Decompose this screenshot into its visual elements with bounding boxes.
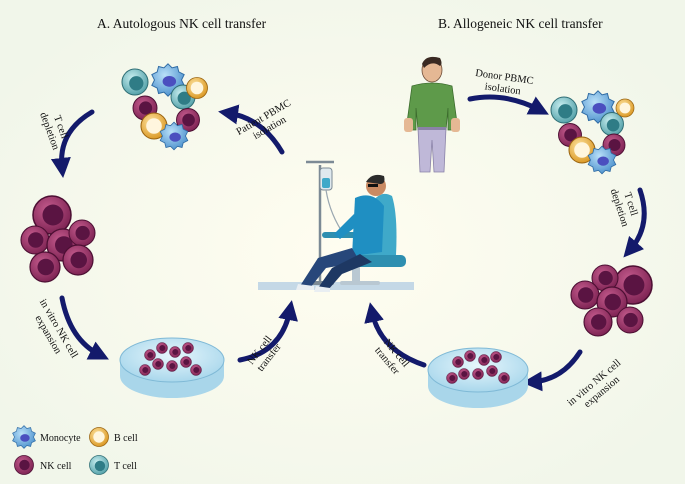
svg-text:Monocyte: Monocyte [40,433,81,444]
title-autologous: A. Autologous NK cell transfer [97,16,267,31]
patient-shirt [352,195,384,256]
legend: Monocyte B cell NK cell T cell [12,425,138,475]
donor-figure [404,56,460,173]
b-cell-icon [89,427,109,447]
svg-text:T cell: T cell [114,461,137,472]
legend-item-b-cell: B cell [89,427,138,447]
arrow-t-depletion-left [50,109,95,178]
t-cell-icon [89,455,109,475]
legend-item-monocyte: Monocyte [12,425,81,449]
title-allogeneic: B. Allogeneic NK cell transfer [438,16,603,31]
nk-cell-icon [14,455,34,475]
arrow-donor-pbmc [467,94,549,115]
legend-item-t-cell: T cell [89,455,137,475]
arrow-expansion-right [522,349,583,392]
arrow-patient-pbmc [218,104,285,155]
floor [258,282,414,290]
svg-text:isolation: isolation [484,81,522,97]
svg-text:NK cell: NK cell [40,461,72,472]
arrow-nk-transfer-right [364,302,427,368]
legend-item-nk-cell: NK cell [14,455,72,475]
petri-dish-left [119,337,225,398]
petri-dish-right [427,347,529,408]
arrow-t-depletion-right [623,187,647,258]
patient-legs [300,248,360,288]
arrow-nk-transfer-left [237,300,298,363]
svg-text:B cell: B cell [114,433,138,444]
patient-infusion-scene [258,160,414,292]
arrow-expansion-left [59,295,109,360]
